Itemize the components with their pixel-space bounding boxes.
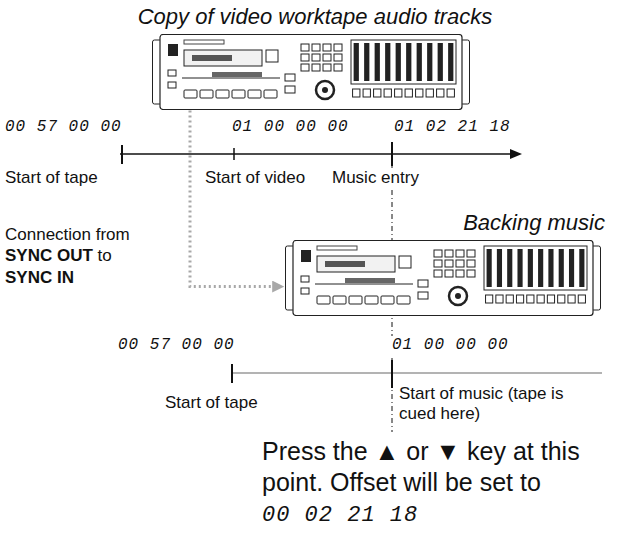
- timeline-label: Start of music (tape is cued here): [397, 384, 579, 425]
- timeline-label: Start of tape: [163, 393, 260, 413]
- recorder-illustration: [152, 34, 470, 110]
- instruction-text: Press the ▲ or ▼ key at this point. Offs…: [262, 437, 580, 496]
- timeline-label: Start of tape: [3, 168, 100, 188]
- instruction-note: Press the ▲ or ▼ key at this point. Offs…: [262, 436, 614, 530]
- tape-machine: Backing music: [285, 210, 605, 316]
- timeline: [232, 372, 602, 373]
- timecode: 00 57 00 00: [116, 336, 237, 355]
- machine-heading: Copy of video worktape audio tracks: [112, 4, 518, 30]
- offset-timecode: 00 02 21 18: [262, 503, 418, 528]
- tick: [233, 148, 235, 160]
- timecode: 01 00 00 00: [390, 336, 511, 355]
- tick: [231, 364, 233, 383]
- recorder-illustration: [285, 240, 601, 316]
- timeline-label: Music entry: [330, 168, 421, 188]
- tick: [121, 145, 123, 164]
- timecode: 01 02 21 18: [392, 118, 513, 137]
- connection-label: Connection from SYNC OUT to SYNC IN: [5, 224, 175, 288]
- timecode: 00 57 00 00: [3, 118, 124, 137]
- tape-machine: Copy of video worktape audio tracks: [112, 4, 518, 110]
- tick: [391, 360, 393, 388]
- machine-heading: Backing music: [285, 210, 605, 236]
- timeline: [120, 153, 512, 155]
- timeline-label: Start of video: [203, 168, 307, 188]
- timecode: 01 00 00 00: [230, 118, 351, 137]
- timeline-arrowhead: [510, 149, 522, 159]
- tick: [391, 142, 393, 166]
